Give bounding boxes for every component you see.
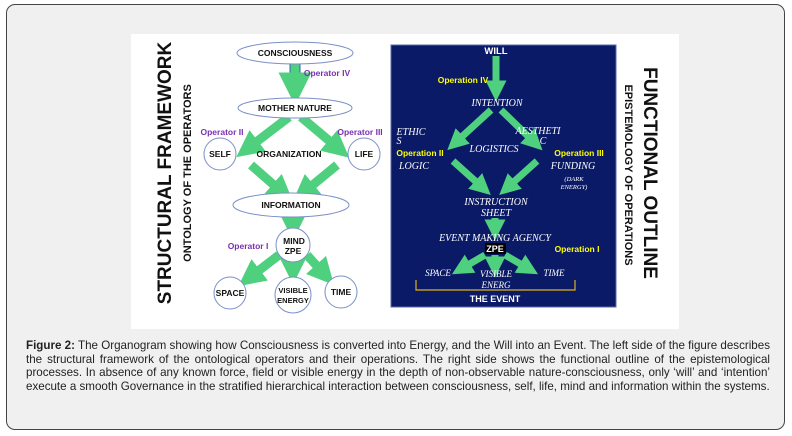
operator-ii: Operator II xyxy=(201,127,244,137)
label-logic: LOGIC xyxy=(398,161,429,172)
figure-caption: Figure 2: The Organogram showing how Con… xyxy=(26,339,770,393)
arrow-to-life xyxy=(298,113,350,158)
operation-iii: Operation III xyxy=(554,148,604,158)
label-life: LIFE xyxy=(355,149,374,159)
node-self xyxy=(203,137,237,171)
label-self: SELF xyxy=(209,149,231,159)
label-time-right: TIME xyxy=(544,268,565,278)
operation-i: Operation I xyxy=(555,244,600,254)
caption-text: The Organogram showing how Consciousness… xyxy=(26,339,770,393)
operator-i: Operator I xyxy=(228,241,269,251)
node-space xyxy=(213,276,247,310)
label-time: TIME xyxy=(331,287,352,297)
label-the-event: THE EVENT xyxy=(470,294,521,304)
label-information: INFORMATION xyxy=(261,200,320,210)
arrow-to-time xyxy=(303,251,335,286)
arrow-self-information xyxy=(248,161,294,202)
event-bracket xyxy=(415,280,576,291)
label-aesthetic-end: C xyxy=(540,136,547,147)
arrow-to-space xyxy=(238,251,282,287)
label-event-making-agency: EVENT MAKING AGENCY xyxy=(438,233,552,244)
node-life xyxy=(347,137,381,171)
arrow-funding-instruction xyxy=(499,158,540,196)
label-sheet: SHEET xyxy=(481,208,512,219)
label-funding: FUNDING xyxy=(550,161,595,172)
operator-iii: Operator III xyxy=(337,127,382,137)
node-consciousness xyxy=(236,41,354,65)
node-information xyxy=(232,192,350,218)
label-energ-right: ENERG xyxy=(481,280,511,290)
operation-iv: Operation IV xyxy=(438,75,489,85)
arrow-to-ethics xyxy=(447,107,494,151)
label-mind: MIND xyxy=(283,236,305,246)
label-space-right: SPACE xyxy=(425,268,451,278)
label-consciousness: CONSCIOUSNESS xyxy=(258,48,333,58)
figure-card: STRUCTURAL FRAMEWORK ONTOLOGY OF THE OPE… xyxy=(6,4,785,430)
label-logistics: LOGISTICS xyxy=(469,144,519,155)
label-dark-energy: ENERGY) xyxy=(560,184,588,191)
arrow-life-information xyxy=(292,161,340,202)
label-ethics: ETHIC xyxy=(396,127,426,138)
operator-iv: Operator IV xyxy=(304,68,351,78)
label-visible-right: VISIBLE xyxy=(480,269,512,279)
node-visible-energy xyxy=(274,276,312,314)
label-intention: INTENTION xyxy=(470,98,523,109)
arrow-logic-instruction xyxy=(450,158,491,196)
label-dark: (DARK xyxy=(564,176,584,183)
caption-label: Figure 2: xyxy=(26,339,75,352)
label-aesthetic: AESTHETI xyxy=(515,126,562,137)
right-arrows xyxy=(447,56,543,278)
label-zpe: ZPE xyxy=(285,246,302,256)
label-ethics-end: S xyxy=(397,136,402,147)
label-mother-nature: MOTHER NATURE xyxy=(258,103,332,113)
label-zpe-right: ZPE xyxy=(486,244,504,254)
node-mind xyxy=(275,227,311,263)
ontology-subtitle: ONTOLOGY OF THE OPERATORS xyxy=(182,84,194,262)
epistemology-subtitle: EPISTEMOLOGY OF OPERATIONS xyxy=(622,84,634,265)
label-space: SPACE xyxy=(216,288,245,298)
functional-outline-panel: WILL Operation IV INTENTION ETHIC S Oper… xyxy=(390,44,660,308)
structural-framework-panel: STRUCTURAL FRAMEWORK ONTOLOGY OF THE OPE… xyxy=(155,41,383,314)
arrow-to-self xyxy=(236,113,292,158)
organogram-figure: STRUCTURAL FRAMEWORK ONTOLOGY OF THE OPE… xyxy=(131,34,679,329)
node-time xyxy=(324,275,358,309)
zpe-box xyxy=(485,243,506,254)
structural-framework-title: STRUCTURAL FRAMEWORK xyxy=(155,41,176,304)
label-instruction: INSTRUCTION xyxy=(463,197,529,208)
arrow-to-space-right xyxy=(451,251,487,275)
label-energy: ENERGY xyxy=(277,296,309,305)
label-visible: VISIBLE xyxy=(278,286,307,295)
arrow-to-aesthetic xyxy=(498,107,543,151)
label-organization: ORGANIZATION xyxy=(256,149,321,159)
operation-ii: Operation II xyxy=(396,148,443,158)
arrow-to-time-right xyxy=(503,251,539,275)
node-mother-nature xyxy=(237,97,353,119)
functional-outline-title: FUNCTIONAL OUTLINE xyxy=(639,67,660,279)
label-will: WILL xyxy=(484,46,507,57)
